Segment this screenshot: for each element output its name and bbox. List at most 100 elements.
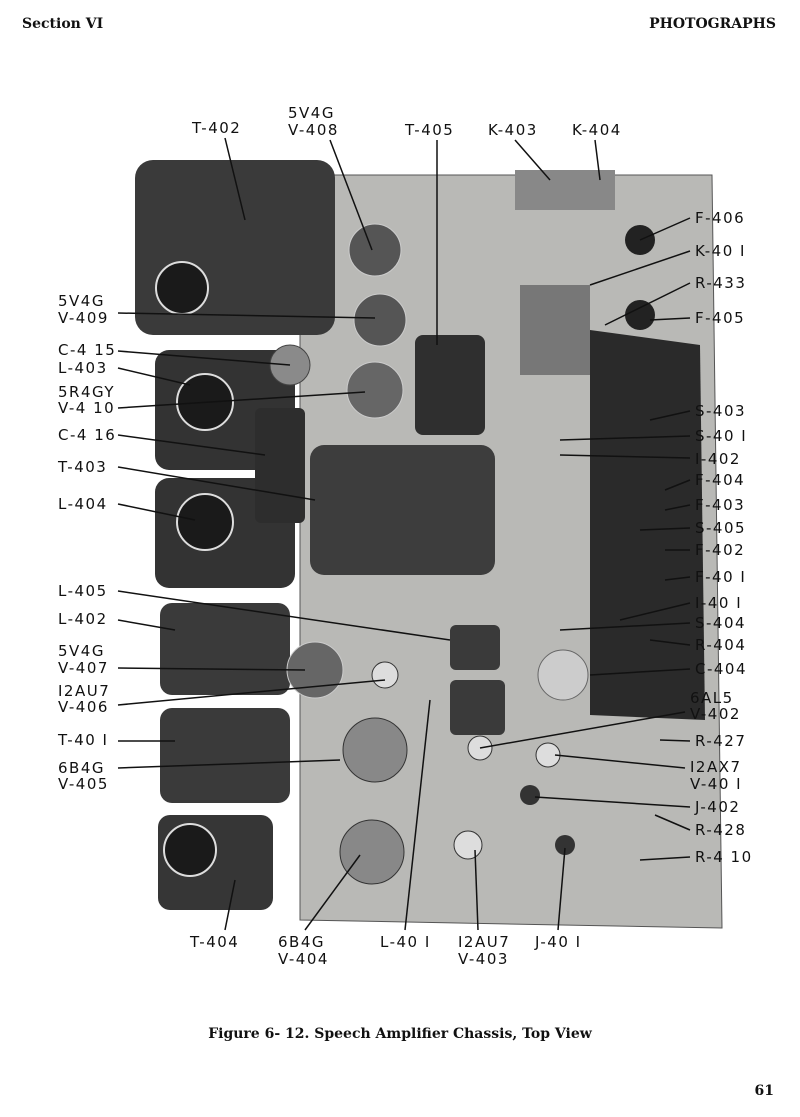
callout-label: S-40 I <box>695 427 748 445</box>
inductor-l401 <box>450 680 505 735</box>
callout-label: R-433 <box>695 274 747 292</box>
callout-label: R-404 <box>695 636 747 654</box>
callout-label: R-428 <box>695 821 747 839</box>
leader-line <box>534 796 691 808</box>
callout-label: S-404 <box>695 614 747 632</box>
callout-label: T-403 <box>58 458 108 476</box>
callout-label: R-4 10 <box>695 848 753 866</box>
callout-label: 5V4G <box>58 292 105 310</box>
callout-label: V-406 <box>58 698 109 716</box>
leader-line <box>117 312 376 319</box>
leader-line <box>117 367 191 386</box>
callout-label: 6AL5 <box>690 689 734 707</box>
leader-line <box>557 847 566 931</box>
callout-label: C-4 16 <box>58 426 117 444</box>
leader-line <box>649 639 691 646</box>
leader-line <box>604 282 691 326</box>
page-header-title: PHOTOGRAPHS <box>649 16 776 32</box>
leader-line <box>559 454 691 459</box>
leader-line <box>117 590 451 641</box>
callout-label: S-403 <box>695 402 747 420</box>
leader-line <box>479 711 686 749</box>
inductor-l402 <box>160 603 290 695</box>
callout-label: L-402 <box>58 610 108 628</box>
callout-label: V-404 <box>278 950 329 968</box>
callout-label: L-403 <box>58 359 108 377</box>
leader-line <box>559 622 691 631</box>
inductor-l405 <box>450 625 500 670</box>
leader-line <box>514 139 551 181</box>
leader-line <box>224 879 236 931</box>
leader-line <box>664 576 691 581</box>
callout-label: V-4 10 <box>58 399 116 417</box>
callout-label: I2AU7 <box>58 682 111 700</box>
leader-line <box>117 391 366 409</box>
callout-label: V-40 I <box>690 775 743 793</box>
leader-line <box>664 479 691 491</box>
leader-line <box>649 317 691 321</box>
callout-label: I2AU7 <box>458 933 511 951</box>
callout-label: F-402 <box>695 541 746 559</box>
leader-line <box>474 849 479 931</box>
page-number: 61 <box>754 1083 774 1099</box>
callout-label: V-407 <box>58 659 109 677</box>
leader-line <box>664 504 691 511</box>
figure-caption: Figure 6- 12. Speech Amplifier Chassis, … <box>208 1026 592 1042</box>
callout-label: F-40 I <box>695 568 747 586</box>
leader-line <box>117 759 341 769</box>
leader-line <box>304 854 361 931</box>
callout-label: L-40 I <box>380 933 431 951</box>
callout-label: I2AX7 <box>690 758 742 776</box>
leader-line <box>117 350 291 366</box>
callout-label: F-406 <box>695 209 746 227</box>
leader-line <box>639 856 691 861</box>
leader-line <box>659 739 691 742</box>
leader-line <box>117 503 196 521</box>
leader-line <box>329 139 373 251</box>
callout-label: F-405 <box>695 309 746 327</box>
callout-label: F-404 <box>695 471 746 489</box>
callout-label: T-405 <box>405 121 455 139</box>
callout-label: I-40 I <box>695 594 743 612</box>
callout-label: C-404 <box>695 660 748 678</box>
transformer-t403 <box>310 445 495 575</box>
callout-label: 5V4G <box>58 642 105 660</box>
callout-label: V-408 <box>288 121 339 139</box>
callout-label: F-403 <box>695 496 746 514</box>
callout-label: K-403 <box>488 121 538 139</box>
leader-line <box>594 139 601 181</box>
leader-line <box>117 679 386 706</box>
callout-label: L-404 <box>58 495 108 513</box>
callout-label: T-404 <box>190 933 240 951</box>
callout-label: 6B4G <box>58 759 106 777</box>
leader-line <box>117 619 176 631</box>
callout-label: V-402 <box>690 705 741 723</box>
leader-line <box>117 466 316 501</box>
leader-line <box>619 602 691 621</box>
callout-label: T-40 I <box>58 731 109 749</box>
callout-label: J-40 I <box>535 933 582 951</box>
leader-line <box>589 250 691 286</box>
leader-line <box>554 754 686 769</box>
callout-label: K-404 <box>572 121 622 139</box>
callout-label: V-409 <box>58 309 109 327</box>
callout-label: 5R4GY <box>58 383 116 401</box>
front-panel <box>590 330 705 720</box>
callout-label: K-40 I <box>695 242 746 260</box>
callout-label: L-405 <box>58 582 108 600</box>
leader-line <box>224 137 246 221</box>
leader-line <box>654 814 691 831</box>
transformer-t401 <box>160 708 290 803</box>
callout-label: R-427 <box>695 732 747 750</box>
leader-line <box>559 435 691 441</box>
callout-label: I-402 <box>695 450 741 468</box>
capacitor-c416 <box>255 408 305 523</box>
leader-line <box>639 217 691 241</box>
leader-line <box>404 699 431 931</box>
callout-label: V-405 <box>58 775 109 793</box>
callout-label: C-4 15 <box>58 341 117 359</box>
callout-label: J-402 <box>695 798 741 816</box>
leader-line <box>649 410 691 421</box>
transformer-t405 <box>415 335 485 435</box>
